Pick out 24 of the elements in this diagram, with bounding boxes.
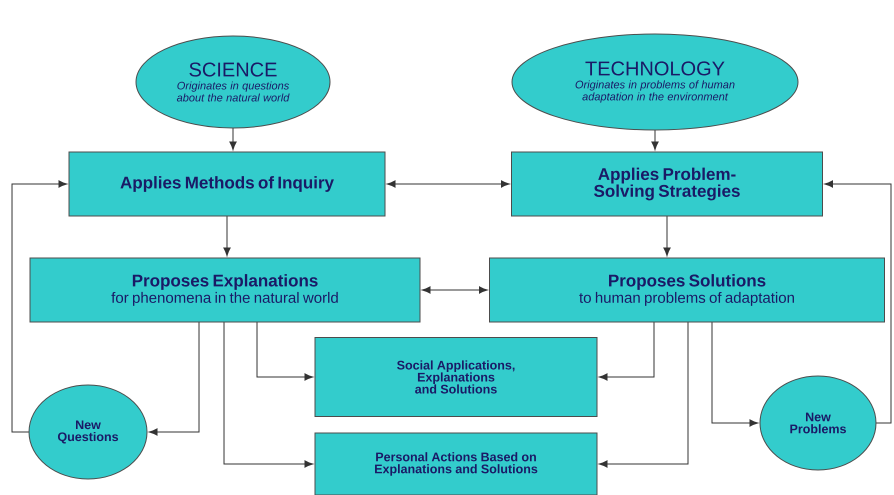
arrow [598,322,688,468]
ellipse-node: TECHNOLOGY Originates in problems of human adaptation in the environment [512,34,798,130]
process-box: Proposes Solutions to human problems of adaptation [489,258,885,322]
arrow [824,180,892,424]
process-box: Social Applications, Explanations and Solutions [314,337,598,417]
process-box: Proposes Explanations for phenomena in the natural world [30,258,420,322]
arrow [598,322,654,381]
process-box: Personal Actions Based on Explanations and Solutions [314,432,598,495]
arrow [651,130,659,150]
arrow [12,180,68,432]
ellipse-node: New Questions [28,384,148,480]
arrow [386,180,510,188]
arrow [712,322,758,427]
process-box: Applies Problem-Solving Strategies [511,152,823,216]
ellipse-node: SCIENCE Originates in questions about the natural world [136,36,330,128]
arrow [663,216,671,256]
ellipse-node: New Problems [760,376,876,470]
arrow [224,322,314,468]
process-box: Applies Methods of Inquiry [68,152,386,216]
arrow [148,322,200,436]
arrow [256,322,314,381]
arrow [229,128,237,150]
arrow [223,216,231,256]
arrow [422,286,488,294]
